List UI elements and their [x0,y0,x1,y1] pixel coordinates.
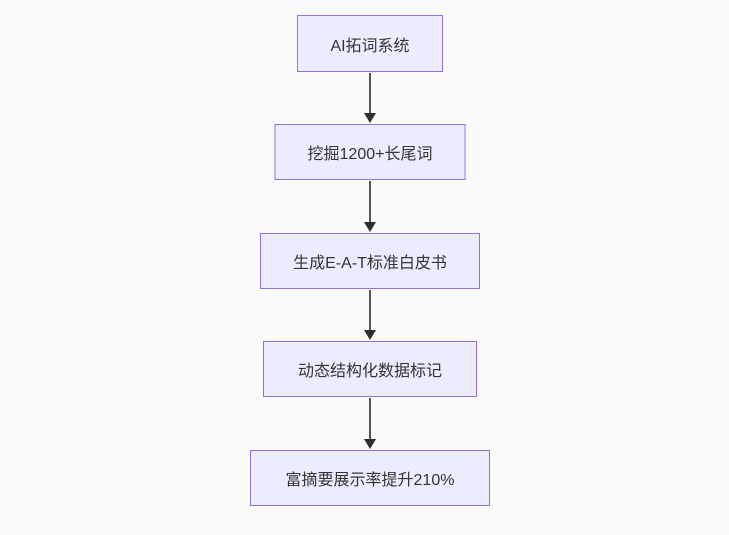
arrow-down-icon [364,222,376,232]
flow-node-longtail-mining: 挖掘1200+长尾词 [274,124,466,180]
flow-arrow-2 [364,181,376,232]
flow-arrow-1 [364,73,376,123]
flow-arrow-3 [364,290,376,340]
flow-node-eat-whitepaper: 生成E-A-T标准白皮书 [260,233,480,289]
arrow-line [369,398,371,439]
flow-node-ai-word-expansion: AI拓词系统 [297,15,443,72]
arrow-line [369,73,371,113]
arrow-down-icon [364,330,376,340]
arrow-line [369,181,371,222]
flow-arrow-4 [364,398,376,449]
arrow-down-icon [364,439,376,449]
arrow-line [369,290,371,330]
arrow-down-icon [364,113,376,123]
flow-node-rich-snippet-rate: 富摘要展示率提升210% [250,450,490,506]
flow-node-structured-data: 动态结构化数据标记 [263,341,477,397]
